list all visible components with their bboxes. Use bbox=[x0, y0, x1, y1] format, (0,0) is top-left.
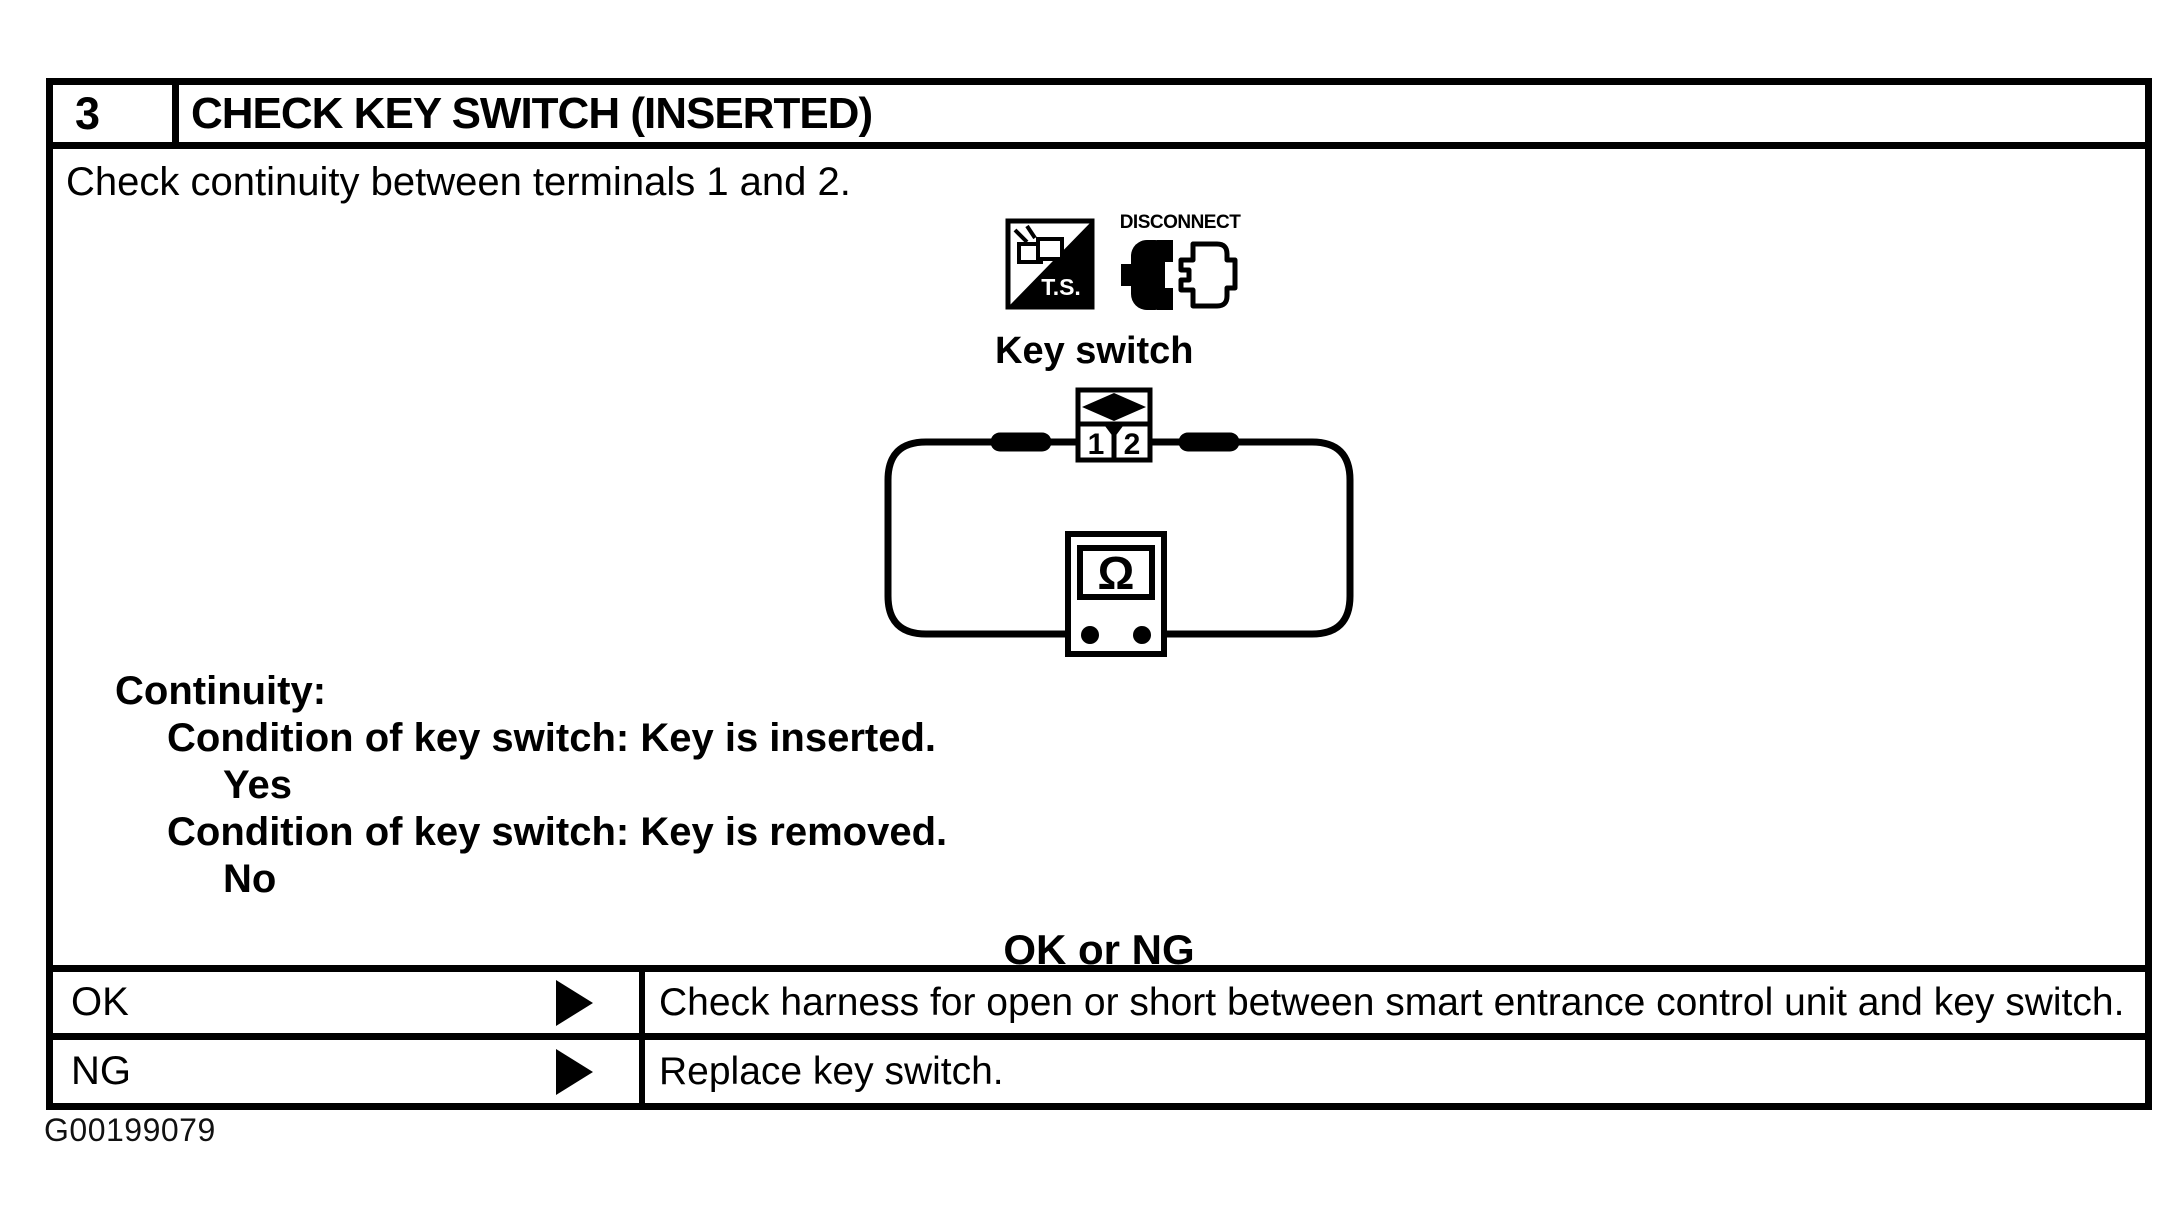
step-header-row: 3 CHECK KEY SWITCH (INSERTED) bbox=[53, 85, 2145, 149]
result-label-cell: NG bbox=[53, 1040, 645, 1103]
result-action: Replace key switch. bbox=[659, 1049, 1004, 1093]
ts-tester-icon: T.S. bbox=[1005, 218, 1095, 310]
condition-result: Yes bbox=[223, 763, 292, 807]
condition-text: Condition of key switch: Key is removed. bbox=[167, 810, 948, 854]
terminal-2-label: 2 bbox=[1124, 428, 1141, 461]
ohm-symbol: Ω bbox=[1098, 547, 1135, 599]
result-label: OK bbox=[71, 980, 129, 1024]
arrow-right-icon bbox=[556, 1048, 593, 1095]
diagram-caption: Key switch bbox=[995, 330, 1194, 372]
continuity-circuit-diagram: 1 2 Ω bbox=[884, 387, 1354, 657]
meter-terminal-right bbox=[1133, 626, 1151, 644]
ts-label: T.S. bbox=[1041, 274, 1081, 300]
meter-terminal-left bbox=[1081, 626, 1099, 644]
instruction-text: Check continuity between terminals 1 and… bbox=[66, 160, 851, 204]
diagnostic-step-table: 3 CHECK KEY SWITCH (INSERTED) OK Check h… bbox=[46, 78, 2152, 1110]
disconnect-icon-block: DISCONNECT bbox=[1117, 212, 1243, 321]
disconnect-connector-icon bbox=[1121, 240, 1238, 310]
condition-result: No bbox=[223, 857, 277, 901]
terminal-cell-2 bbox=[1111, 421, 1153, 463]
step-title: CHECK KEY SWITCH (INSERTED) bbox=[191, 88, 873, 138]
conditions-heading: Continuity: bbox=[115, 669, 327, 713]
condition-text: Condition of key switch: Key is inserted… bbox=[167, 716, 937, 760]
result-label-cell: OK bbox=[53, 972, 645, 1033]
figure-code: G00199079 bbox=[44, 1112, 216, 1148]
continuity-conditions: Continuity: Condition of key switch: Key… bbox=[115, 668, 947, 903]
terminal-1-label: 1 bbox=[1088, 428, 1105, 461]
result-row-ng: NG Replace key switch. bbox=[53, 1033, 2145, 1103]
disconnect-label: DISCONNECT bbox=[1119, 212, 1241, 233]
arrow-right-icon bbox=[556, 979, 593, 1026]
ohmmeter-display bbox=[1077, 545, 1155, 600]
connector-pointer bbox=[1102, 422, 1126, 438]
result-action: Check harness for open or short between … bbox=[659, 980, 2125, 1024]
result-label: NG bbox=[71, 1049, 131, 1093]
step-number: 3 bbox=[53, 85, 179, 142]
tool-icons: T.S. DISCONNECT bbox=[1005, 212, 1265, 322]
decision-prompt: OK or NG bbox=[1003, 926, 1195, 973]
result-row-ok: OK Check harness for open or short betwe… bbox=[53, 965, 2145, 1033]
